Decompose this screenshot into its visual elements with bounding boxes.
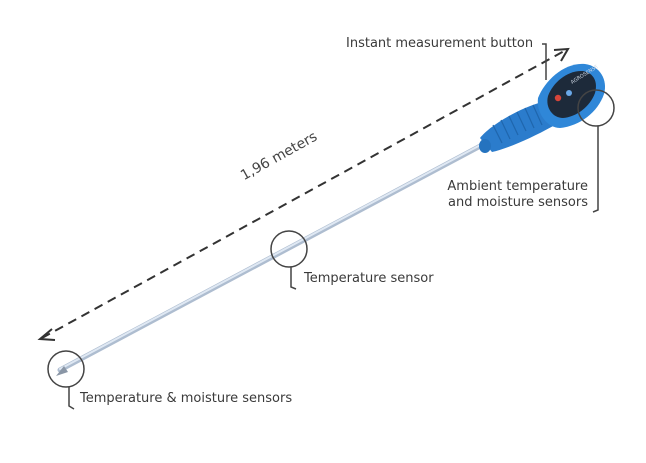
arrow-left-icon (37, 328, 56, 341)
temp-leader-line (290, 267, 297, 290)
ambient-leader-line (592, 126, 599, 213)
tip-leader-line (68, 387, 75, 410)
ambient-label-line2: and moisture sensors (448, 195, 588, 210)
ambient-label-line1: Ambient temperature (447, 179, 588, 194)
button-label: Instant measurement button (346, 36, 534, 51)
tip-sensors-label: Temperature & moisture sensors (80, 391, 293, 406)
measurement-button-icon[interactable] (554, 94, 562, 102)
tip-sensors-callout-circle (47, 350, 85, 388)
temperature-sensor-callout-circle (270, 230, 308, 268)
indicator-light-icon (566, 90, 572, 96)
probe-tip (56, 366, 68, 376)
ambient-sensor-callout-circle (577, 89, 615, 127)
length-dimension-line (37, 47, 570, 341)
display-faceplate (547, 70, 596, 118)
button-leader-line (542, 43, 547, 80)
probe-handle: AGROSENSE (479, 63, 606, 153)
temp-sensor-label: Temperature sensor (304, 271, 434, 286)
arrow-right-icon (553, 47, 570, 62)
probe-shaft (56, 140, 489, 376)
ambient-label: Ambient temperature and moisture sensors (425, 179, 588, 211)
